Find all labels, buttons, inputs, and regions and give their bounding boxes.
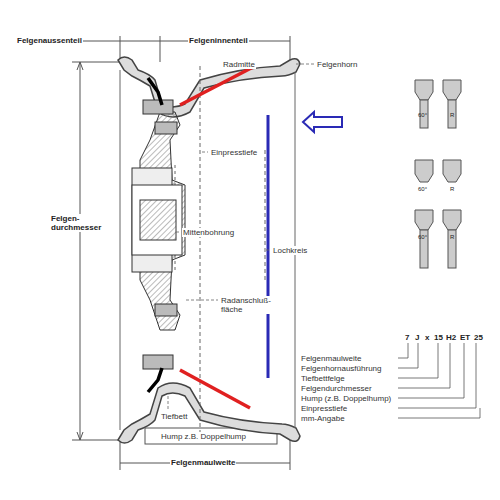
part-label: Felgenaussenteil [16,36,83,45]
part-label: Radmitte [222,60,256,69]
part-label: R [449,186,455,193]
part-label: Lochkreis [272,246,308,255]
part-label: Radanschluß- fläche [220,296,274,314]
part-label: Felgenhorn [316,60,358,69]
part-label: R [449,234,455,241]
part-label: Mittenbohrung [182,228,235,237]
part-label: Einpresstiefe [210,148,258,157]
part-label: Hump (z.B. Doppelhump) [300,394,392,403]
part-label: 60° [417,112,428,119]
part-label: Tiefbett [160,412,188,421]
part-label: R [449,112,455,119]
part-label: Felgenmaulweite [300,354,362,363]
part-label: mm-Angabe [300,414,346,423]
part-label: 25 [473,333,484,342]
part-label: H2 [445,333,457,342]
part-label: ET [459,333,471,342]
part-label: Felgendurchmesser [300,384,373,393]
part-label: Felgeninnenteil [188,36,249,45]
part-label: 7 [404,333,410,342]
part-label: 60° [417,234,428,241]
part-label: Felgenmaulweite [170,458,236,467]
part-label: J [414,333,420,342]
part-label: Felgenhornausführung [300,364,383,373]
part-label: 60° [417,186,428,193]
part-label: Einpresstiefe [300,404,348,413]
part-label: Hump z.B. Doppelhump [160,432,247,441]
part-label: Felgen- durchmesser [50,214,96,232]
part-label: Tiefbettfelge [300,374,346,383]
part-label: x [424,333,430,342]
part-label: 15 [433,333,444,342]
